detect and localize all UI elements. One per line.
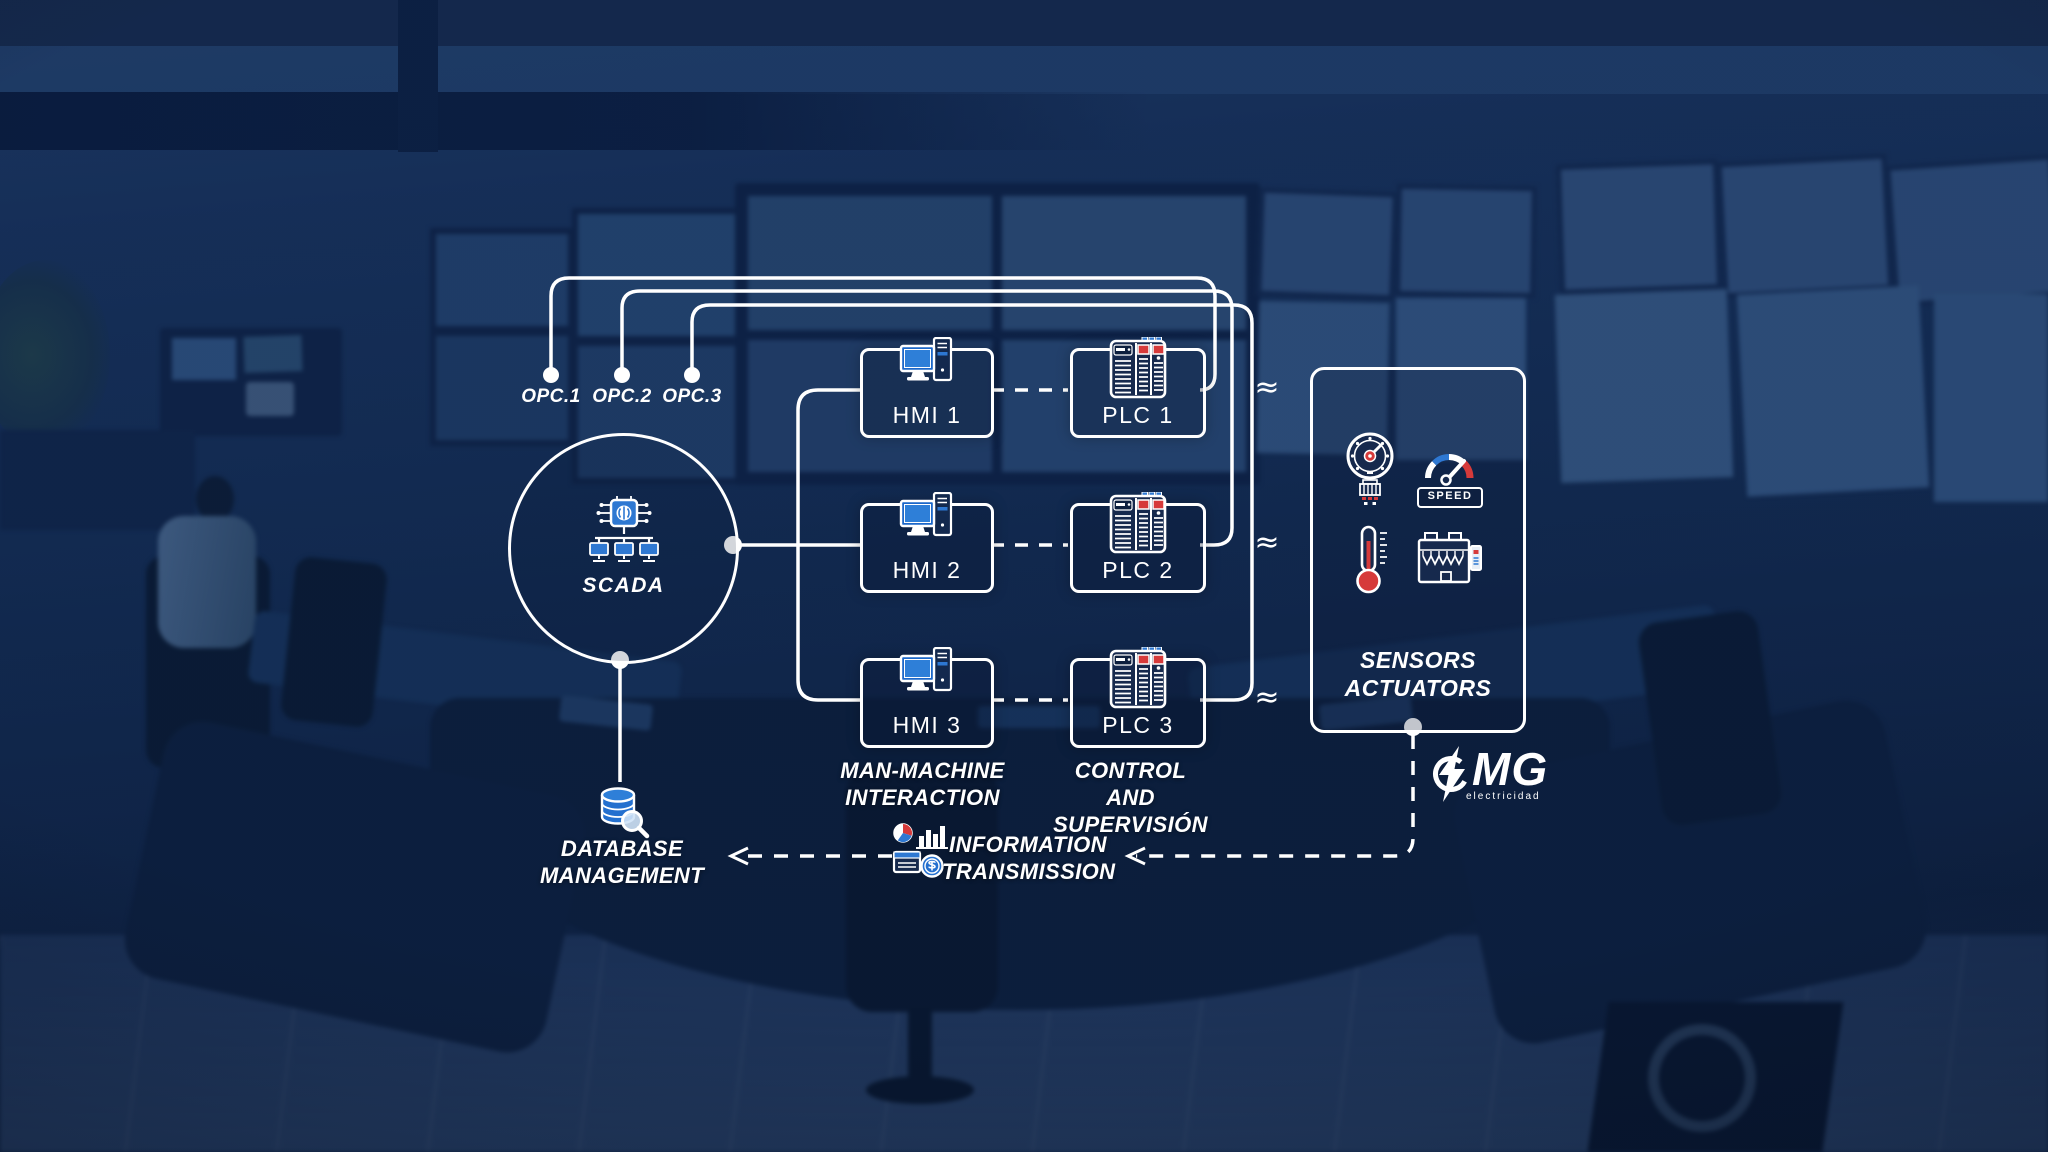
plc-rack-icon [1109, 491, 1167, 559]
plc-1-label: PLC 1 [1102, 402, 1174, 428]
arrowhead-left-icon [727, 846, 749, 866]
information-caption: INFORMATION TRANSMISSION [942, 832, 1116, 886]
opc3-dot [684, 367, 700, 383]
sensors-actuators-box: SPEED [1310, 367, 1526, 733]
scada-label: SCADA [582, 574, 665, 597]
hmi-column-caption: MAN-MACHINE INTERACTION [840, 758, 1005, 812]
approx-symbol-3: ≈ [1254, 680, 1280, 715]
hmi-1-box: HMI 1 [860, 336, 994, 438]
brand-name: MG [1472, 743, 1549, 795]
hmi-to-plc-dashed-links [991, 388, 1068, 702]
brand-logo: MG electricidad [1430, 744, 1547, 809]
brand-tagline: electricidad [1466, 791, 1541, 802]
opc-node-1-label: OPC.1 [521, 386, 581, 407]
plc-2-label: PLC 2 [1102, 557, 1174, 583]
database-caption-line2: MANAGEMENT [539, 862, 705, 888]
hmi-3-label: HMI 3 [892, 712, 962, 738]
hmi-2-box: HMI 2 [860, 491, 994, 593]
plc-rack-icon [1109, 646, 1167, 714]
desktop-computer-icon [899, 646, 955, 710]
information-caption-line2: TRANSMISSION [942, 858, 1116, 884]
opc-node-3-label: OPC.3 [662, 386, 722, 407]
approx-symbol-1: ≈ [1254, 370, 1280, 405]
plc-column-caption: CONTROL AND SUPERVISIÓN [1048, 758, 1213, 838]
desktop-computer-icon [899, 336, 955, 400]
thermometer-icon [1351, 525, 1391, 600]
plc-3-box: PLC 3 [1070, 646, 1206, 748]
plc-1-box: PLC 1 [1070, 336, 1206, 438]
speed-badge: SPEED [1417, 487, 1483, 508]
sensors-label-line2: ACTUATORS [1344, 674, 1492, 701]
plc-caption-line1: CONTROL AND [1074, 758, 1187, 810]
database-caption-line1: DATABASE [560, 836, 684, 861]
opc-node-2-label: OPC.2 [592, 386, 652, 407]
hmi-1-label: HMI 1 [892, 402, 962, 428]
hmi-3-box: HMI 3 [860, 646, 994, 748]
sensors-label-line1: SENSORS [1360, 647, 1476, 673]
pressure-gauge-icon [1343, 430, 1397, 511]
plc-3-label: PLC 3 [1102, 712, 1174, 738]
approx-symbol-2: ≈ [1254, 525, 1280, 560]
hmi-2-label: HMI 2 [892, 557, 962, 583]
industrial-machine-icon [1417, 530, 1483, 595]
plc-2-box: PLC 2 [1070, 491, 1206, 593]
opc2-dot [614, 367, 630, 383]
hmi-caption-line1: MAN-MACHINE [840, 758, 1005, 783]
hmi-caption-line2: INTERACTION [845, 784, 1000, 810]
database-caption: DATABASE MANAGEMENT [538, 836, 706, 890]
network-brain-icon [587, 495, 659, 575]
information-caption-line1: INFORMATION [949, 832, 1107, 857]
sensors-box-label: SENSORS ACTUATORS [1313, 647, 1523, 702]
desktop-computer-icon [899, 491, 955, 555]
plc-rack-icon [1109, 336, 1167, 404]
opc1-dot [543, 367, 559, 383]
scada-node: SCADA [508, 433, 739, 664]
